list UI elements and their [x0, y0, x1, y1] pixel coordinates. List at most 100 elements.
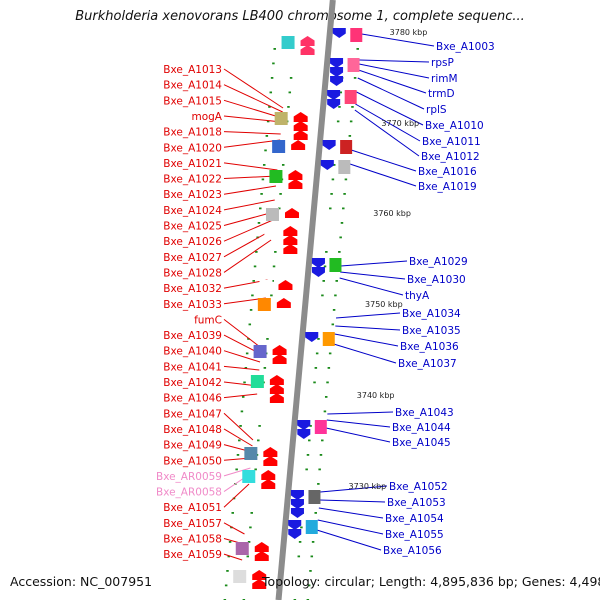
- gene-arrow-reverse: [261, 470, 276, 480]
- right-gene-label[interactable]: Bxe_A1056: [383, 545, 442, 557]
- right-gene-label[interactable]: Bxe_A1029: [409, 256, 468, 268]
- label-connector: [351, 149, 417, 172]
- left-gene-label[interactable]: Bxe_A1033: [163, 299, 222, 311]
- right-gene-label[interactable]: Bxe_A1019: [418, 181, 477, 193]
- right-gene-label[interactable]: Bxe_A1054: [385, 513, 444, 525]
- left-gene-label[interactable]: Bxe_A1049: [163, 440, 222, 452]
- right-gene-label[interactable]: Bxe_A1053: [387, 497, 446, 509]
- left-gene-label[interactable]: Bxe_A1024: [163, 205, 222, 217]
- right-gene-label[interactable]: Bxe_A1034: [402, 308, 461, 320]
- tick-mark: [252, 280, 255, 282]
- right-gene-label[interactable]: trmD: [428, 88, 455, 100]
- cog-box: [250, 375, 264, 388]
- right-gene-label[interactable]: Bxe_A1036: [400, 341, 459, 353]
- left-gene-label[interactable]: fumC: [194, 314, 222, 326]
- left-gene-label[interactable]: Bxe_A1025: [163, 221, 222, 233]
- tick-mark: [255, 251, 258, 253]
- tick-mark: [246, 555, 250, 558]
- right-gene-label[interactable]: Bxe_A1037: [398, 358, 457, 370]
- right-gene-label[interactable]: Bxe_A1011: [422, 136, 481, 148]
- right-gene-label[interactable]: Bxe_A1052: [389, 481, 448, 493]
- tick-mark: [289, 77, 293, 79]
- label-connector: [223, 522, 245, 535]
- left-gene-label[interactable]: Bxe_A1028: [163, 267, 222, 279]
- left-gene-label[interactable]: Bxe_A1047: [163, 408, 222, 420]
- left-gene-label[interactable]: Bxe_A1041: [163, 361, 222, 373]
- tick-mark: [332, 309, 336, 311]
- right-gene-label[interactable]: Bxe_A1010: [425, 120, 484, 132]
- label-connector: [339, 277, 404, 296]
- right-gene-label[interactable]: rpsP: [431, 57, 454, 69]
- cog-box: [329, 258, 342, 272]
- left-gene-label[interactable]: Bxe_AR0058: [156, 487, 222, 499]
- gene-arrow-reverse: [254, 551, 269, 561]
- gene-arrow-reverse: [269, 393, 284, 403]
- left-gene-label[interactable]: Bxe_A1048: [163, 424, 222, 436]
- tick-mark: [321, 294, 324, 297]
- left-gene-label[interactable]: mogA: [191, 111, 222, 123]
- gene-arrow-forward: [327, 99, 341, 109]
- gene-arrow-forward: [311, 267, 325, 277]
- tick-mark: [318, 468, 321, 471]
- right-gene-label[interactable]: Bxe_A1043: [395, 407, 454, 419]
- left-gene-label[interactable]: Bxe_A1021: [163, 158, 222, 170]
- tick-mark: [317, 483, 320, 485]
- gene-arrow-reverse: [283, 235, 298, 245]
- gene-arrow-reverse: [288, 170, 303, 180]
- left-gene-label[interactable]: Bxe_A1051: [163, 502, 222, 514]
- tick-mark: [340, 222, 344, 224]
- left-gene-label[interactable]: Bxe_A1026: [163, 236, 222, 248]
- left-gene-label[interactable]: Bxe_A1015: [163, 95, 222, 107]
- left-gene-label[interactable]: Bxe_A1057: [163, 518, 222, 530]
- label-connector: [223, 199, 275, 211]
- right-gene-label[interactable]: Bxe_A1012: [421, 151, 480, 163]
- tick-mark: [270, 294, 273, 297]
- right-gene-label[interactable]: Bxe_A1016: [418, 166, 477, 178]
- left-gene-label[interactable]: Bxe_AR0059: [156, 471, 222, 483]
- cog-box: [233, 570, 247, 583]
- left-gene-label[interactable]: Bxe_A1027: [163, 252, 222, 264]
- left-gene-label[interactable]: Bxe_A1023: [163, 189, 222, 201]
- right-gene-label[interactable]: Bxe_A1030: [407, 274, 466, 286]
- left-gene-label[interactable]: Bxe_A1020: [163, 142, 222, 154]
- right-gene-label[interactable]: thyA: [405, 290, 430, 302]
- label-connector: [340, 260, 408, 267]
- right-gene-label[interactable]: Bxe_A1035: [402, 325, 461, 337]
- left-gene-label[interactable]: Bxe_A1040: [163, 346, 222, 358]
- left-gene-label[interactable]: Bxe_A1039: [163, 330, 222, 342]
- right-gene-label[interactable]: Bxe_A1045: [392, 437, 451, 449]
- tick-mark: [251, 294, 254, 297]
- left-gene-label[interactable]: Bxe_A1013: [163, 64, 222, 76]
- tick-mark: [227, 555, 231, 558]
- left-gene-label[interactable]: Bxe_A1058: [163, 534, 222, 546]
- gene-arrow-reverse: [272, 345, 287, 355]
- kbp-label: 3760 kbp: [373, 209, 411, 218]
- tick-mark: [266, 338, 269, 340]
- left-gene-label[interactable]: Bxe_A1059: [163, 549, 222, 561]
- tick-marks: [223, 48, 359, 600]
- right-gene-label[interactable]: rimM: [431, 73, 458, 85]
- cog-box: [338, 160, 351, 174]
- left-gene-label[interactable]: Bxe_A1014: [163, 80, 222, 92]
- left-gene-label[interactable]: Bxe_A1032: [163, 283, 222, 295]
- tick-mark: [287, 106, 290, 108]
- tick-mark: [273, 48, 276, 50]
- label-connector: [223, 412, 254, 441]
- label-connector: [359, 59, 430, 63]
- tick-mark: [272, 265, 276, 268]
- left-gene-label[interactable]: Bxe_A1042: [163, 377, 222, 389]
- backbone: [275, 0, 336, 600]
- left-gene-label[interactable]: Bxe_A1046: [163, 393, 222, 405]
- right-gene-label[interactable]: Bxe_A1055: [385, 529, 444, 541]
- right-gene-label[interactable]: Bxe_A1044: [392, 422, 451, 434]
- left-gene-label[interactable]: Bxe_A1018: [163, 127, 222, 139]
- right-gene-label[interactable]: Bxe_A1003: [436, 41, 495, 53]
- left-gene-label[interactable]: Bxe_A1022: [163, 174, 222, 186]
- tick-mark: [231, 512, 234, 514]
- left-gene-label[interactable]: Bxe_A1050: [163, 455, 222, 467]
- right-gene-label[interactable]: rplS: [426, 104, 447, 116]
- tick-mark: [331, 323, 335, 326]
- tick-mark: [332, 164, 336, 166]
- label-connector: [223, 115, 282, 123]
